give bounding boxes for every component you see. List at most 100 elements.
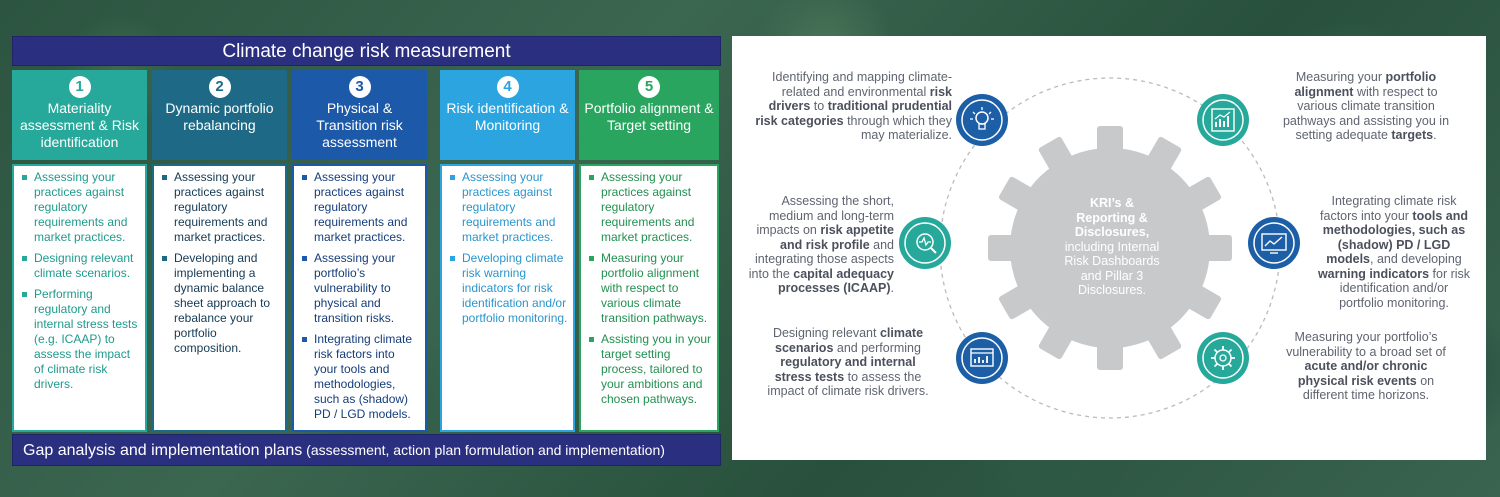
step-number: 1 [68, 76, 91, 98]
text-bold: climate scenarios [775, 326, 924, 355]
gear-label-bold: KRI’s & Reporting & Disclosures, [1074, 196, 1150, 239]
lightbulb-icon [956, 94, 1008, 146]
text-part: . [890, 281, 894, 295]
column-body: Assessing your practices against regulat… [152, 164, 287, 432]
text-part: . [1433, 128, 1437, 142]
text-part: through which they may materialize. [843, 113, 952, 143]
text-bold: traditional prudential risk categories [755, 99, 952, 128]
text-part: to assess the impact of climate risk dri… [767, 369, 929, 399]
text-part: to [810, 99, 828, 113]
gear-tooth [1145, 322, 1182, 360]
column-header: 5 Portfolio alignment & Target setting [579, 70, 719, 160]
gear-tooth [1202, 235, 1232, 261]
text-part: Measuring your [1295, 70, 1386, 84]
text-risk-appetite: Assessing the short, medium and long-ter… [734, 194, 894, 296]
list-item: Assessing your practices against regulat… [448, 170, 569, 245]
column-title: Materiality assessment & Risk identifica… [19, 100, 140, 150]
browser-chart-icon [956, 332, 1008, 384]
text-tools-methodologies: Integrating climate risk factors into yo… [1316, 194, 1472, 310]
column-body: Assessing your practices against regulat… [440, 164, 575, 432]
list-item: Designing relevant climate scenarios. [20, 251, 141, 281]
text-bold: targets [1391, 128, 1434, 142]
gear-tooth [1097, 340, 1123, 370]
text-part: Measuring your portfolio’s vulnerability… [1286, 330, 1446, 359]
step-number: 5 [638, 76, 660, 98]
column-body: Assessing your practices against regulat… [292, 164, 427, 432]
text-part: Assessing the short, medium and long-ter… [756, 194, 894, 237]
magnifier-pulse-icon [899, 217, 951, 269]
bottom-banner: Gap analysis and implementation plans (a… [12, 434, 721, 466]
gear-tooth [1145, 136, 1182, 174]
gear-tooth [998, 283, 1036, 320]
top-banner: Climate change risk measurement [12, 36, 721, 66]
column-body: Assessing your practices against regulat… [579, 164, 719, 432]
text-part: on different time horizons. [1302, 373, 1435, 403]
column-header: 2 Dynamic portfolio rebalancing [152, 70, 287, 160]
gear-tooth [1097, 126, 1123, 156]
bottom-banner-sub: (assessment, action plan formulation and… [302, 442, 665, 458]
column-3: 3 Physical & Transition risk assessment … [292, 70, 427, 432]
text-bold: tools and methodologies, such as (shadow… [1322, 208, 1468, 267]
column-header: 1 Materiality assessment & Risk identifi… [12, 70, 147, 160]
text-part: for risk identification and/or portfolio… [1339, 266, 1471, 310]
column-2: 2 Dynamic portfolio rebalancing Assessin… [152, 70, 287, 432]
text-bold: portfolio alignment [1294, 70, 1437, 99]
text-part: with respect to various climate transiti… [1282, 84, 1450, 143]
step-number: 2 [208, 76, 231, 98]
list-item: Assisting you in your target setting pro… [587, 332, 713, 407]
list-item: Assessing your practices against regulat… [587, 170, 713, 245]
text-part: and integrating those aspects into the [748, 237, 894, 281]
monitor-trend-icon [1248, 217, 1300, 269]
list-item: Developing climate risk warning indicato… [448, 251, 569, 326]
gear-tooth [1038, 322, 1075, 360]
bar-chart-icon [1197, 94, 1249, 146]
column-5: 5 Portfolio alignment & Target setting A… [579, 70, 719, 432]
gear-tooth [988, 235, 1018, 261]
text-bold: warning indicators [1317, 266, 1430, 281]
column-header: 4 Risk identification & Monitoring [440, 70, 575, 160]
gear-label-rest: including Internal Risk Dashboards and P… [1064, 239, 1160, 298]
gear-diagram [939, 77, 1281, 419]
gear-tooth [1184, 283, 1222, 320]
gear-shape [988, 126, 1232, 370]
column-4: 4 Risk identification & Monitoring Asses… [440, 70, 575, 432]
measurement-panel: Climate change risk measurement 1 Materi… [12, 36, 721, 466]
list-item: Assessing your practices against regulat… [300, 170, 421, 245]
list-item: Integrating climate risk factors into yo… [300, 332, 421, 422]
column-title: Physical & Transition risk assessment [316, 100, 403, 150]
list-item: Performing regulatory and internal stres… [20, 287, 141, 392]
list-item: Measuring your portfolio alignment with … [587, 251, 713, 326]
column-header: 3 Physical & Transition risk assessment [292, 70, 427, 160]
column-body: Assessing your practices against regulat… [12, 164, 147, 432]
diagram-panel: KRI’s & Reporting & Disclosures, includi… [732, 36, 1486, 460]
text-part: Designing relevant [772, 326, 880, 340]
gear-tooth [1038, 136, 1075, 174]
bottom-banner-main: Gap analysis and implementation plans [23, 442, 303, 459]
column-1: 1 Materiality assessment & Risk identifi… [12, 70, 147, 432]
text-part: Integrating climate risk factors into yo… [1320, 194, 1457, 223]
text-physical-risk: Measuring your portfolio’s vulnerability… [1278, 330, 1454, 403]
column-title: Dynamic portfolio rebalancing [165, 100, 274, 133]
list-item: Assessing your practices against regulat… [20, 170, 141, 245]
settings-gear-icon [1197, 332, 1249, 384]
text-climate-scenarios: Designing relevant climate scenarios and… [762, 326, 934, 399]
text-bold: risk drivers [768, 84, 952, 114]
text-part: , and developing [1370, 252, 1462, 266]
gear-label: KRI’s & Reporting & Disclosures, includi… [1062, 196, 1162, 298]
text-portfolio-alignment: Measuring your portfolio alignment with … [1278, 70, 1454, 143]
gear-tooth [1184, 176, 1222, 213]
column-title: Portfolio alignment & Target setting [584, 100, 714, 133]
list-item: Assessing your portfolio’s vulnerability… [300, 251, 421, 326]
list-item: Developing and implementing a dynamic ba… [160, 251, 281, 356]
text-risk-drivers: Identifying and mapping climate-related … [754, 70, 952, 143]
text-part: Identifying and mapping climate-related … [772, 70, 952, 99]
text-bold: capital adequacy processes (ICAAP) [777, 266, 894, 296]
text-part: and performing [833, 340, 921, 355]
text-bold: risk appetite and risk profile [780, 223, 894, 252]
step-number: 3 [348, 76, 371, 98]
list-item: Assessing your practices against regulat… [160, 170, 281, 245]
gear-tooth [998, 176, 1036, 213]
text-bold: regulatory and internal stress tests [774, 355, 916, 384]
step-number: 4 [496, 76, 519, 98]
text-bold: acute and/or chronic physical risk event… [1297, 359, 1428, 388]
